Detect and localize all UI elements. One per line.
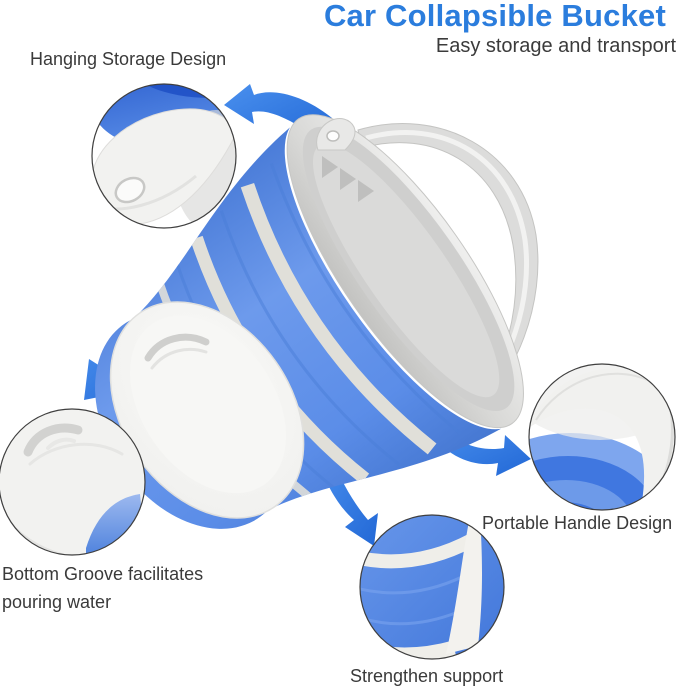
page-title: Car Collapsible Bucket xyxy=(323,0,666,33)
support-callout-circle xyxy=(359,514,505,660)
groove-callout-label: Bottom Groove facilitates pouring water xyxy=(2,564,204,612)
arrow-to-handle-callout xyxy=(430,425,531,476)
fold-stripe xyxy=(240,182,437,455)
base-groove xyxy=(144,333,210,370)
bucket-graphic xyxy=(95,114,524,529)
support-callout-label: Strengthen support xyxy=(350,666,504,686)
hanging-hole-detail xyxy=(114,176,146,204)
groove-detail xyxy=(23,423,83,457)
handle-callout-label: Portable Handle Design xyxy=(482,513,673,533)
hanging-tab xyxy=(316,118,356,151)
hanging-tab-hole xyxy=(326,130,340,142)
hanging-callout-circle xyxy=(91,83,237,229)
page-subtitle: Easy storage and transport xyxy=(435,35,676,57)
handle-band-detail xyxy=(529,368,675,510)
support-fold-edge xyxy=(446,515,482,654)
rim-serrations xyxy=(322,156,374,202)
hanging-callout-label: Hanging Storage Design xyxy=(30,49,227,69)
